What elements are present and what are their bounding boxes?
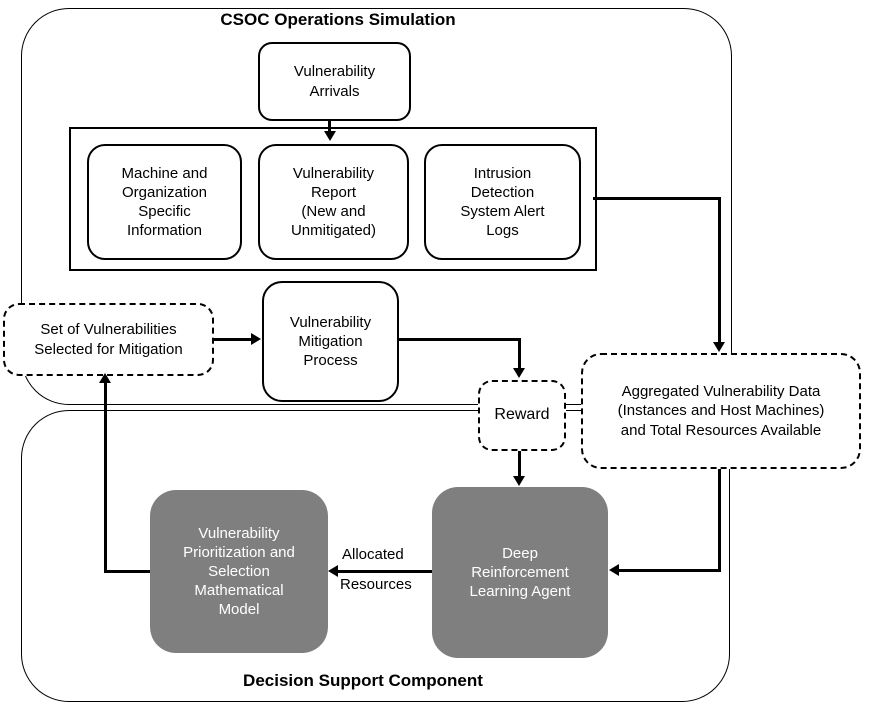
node-reward: Reward (478, 380, 566, 451)
decision-support-container (21, 410, 730, 702)
node-reward-label: Reward (494, 406, 550, 424)
arrow-reward-to-agent-head (513, 476, 525, 486)
csoc-title: CSOC Operations Simulation (220, 10, 456, 29)
node-aggregated-data-label: Aggregated Vulnerability Data (Instances… (617, 383, 825, 439)
csoc-simulation-container (21, 8, 732, 405)
node-ids-alert-logs-label: Intrusion Detection System Alert Logs (460, 164, 545, 240)
line-model-to-set-v (104, 381, 107, 573)
node-drl-agent-label: Deep Reinforcement Learning Agent (469, 544, 571, 601)
arrow-into-aggregated-head (713, 342, 725, 352)
allocated-resources-label-line2: Resources (340, 576, 412, 593)
arrow-set-to-mitigation-line (210, 338, 253, 341)
node-machine-org-info: Machine and Organization Specific Inform… (87, 144, 242, 260)
node-set-selected-vulnerabilities: Set of Vulnerabilities Selected for Miti… (3, 303, 214, 376)
arrow-into-agent-head (609, 564, 619, 576)
node-prioritization-model: Vulnerability Prioritization and Selecti… (150, 490, 328, 653)
line-model-to-set-h (104, 570, 150, 573)
arrow-set-to-mitigation-head (251, 333, 261, 345)
line-mitigation-to-reward-v (518, 338, 521, 370)
node-vulnerability-arrivals: Vulnerability Arrivals (258, 42, 411, 121)
arrow-agent-to-model-head (328, 565, 338, 577)
arrow-agent-to-model-line (337, 570, 432, 573)
line-aggregated-to-agent-v (718, 465, 721, 572)
dsc-title: Decision Support Component (243, 671, 483, 690)
node-machine-org-info-label: Machine and Organization Specific Inform… (121, 164, 208, 240)
line-mitigation-to-reward-h (395, 338, 521, 341)
node-mitigation-process: Vulnerability Mitigation Process (262, 281, 399, 402)
node-aggregated-data: Aggregated Vulnerability Data (Instances… (581, 353, 861, 469)
node-drl-agent: Deep Reinforcement Learning Agent (432, 487, 608, 658)
node-vulnerability-report-label: Vulnerability Report (New and Unmitigate… (290, 164, 377, 240)
line-aggregated-to-agent-h (617, 569, 721, 572)
line-logs-to-aggregated-h (593, 197, 721, 200)
arrow-arrivals-to-report-head (324, 131, 336, 141)
arrow-arrivals-to-report-line (328, 117, 331, 133)
node-mitigation-process-label: Vulnerability Mitigation Process (289, 313, 372, 370)
node-set-selected-vulnerabilities-label: Set of Vulnerabilities Selected for Miti… (34, 321, 183, 358)
line-logs-to-aggregated-v (718, 197, 721, 344)
node-prioritization-model-label: Vulnerability Prioritization and Selecti… (183, 524, 295, 619)
node-vulnerability-arrivals-label: Vulnerability Arrivals (293, 63, 376, 100)
allocated-resources-label-line1: Allocated (342, 546, 404, 563)
arrow-into-set-head (99, 373, 111, 383)
node-ids-alert-logs: Intrusion Detection System Alert Logs (424, 144, 581, 260)
arrow-into-reward-head (513, 368, 525, 378)
node-vulnerability-report: Vulnerability Report (New and Unmitigate… (258, 144, 409, 260)
arrow-reward-to-agent-line (518, 447, 521, 477)
